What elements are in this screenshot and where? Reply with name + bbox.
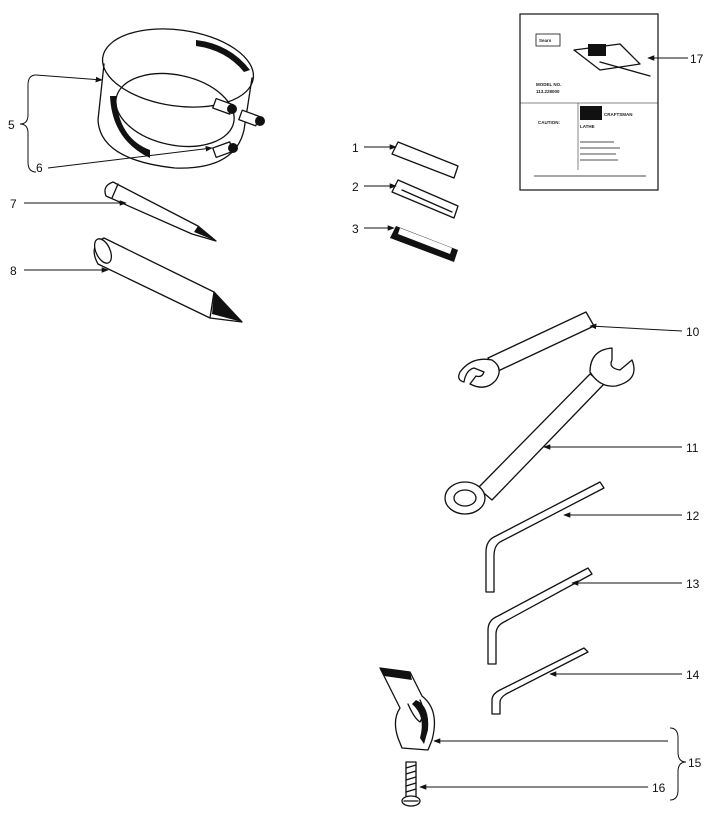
part-10-open-end-wrench	[458, 311, 595, 388]
callout-12: 12	[686, 509, 700, 523]
callout-17: 17	[690, 52, 704, 66]
part-11-combination-wrench	[444, 347, 635, 515]
callout-5: 5	[8, 118, 15, 132]
part-12-hex-key	[485, 481, 605, 593]
part-17-owners-manual: Sears MODEL NO. 113.228000 CAUTION: CRAF…	[519, 13, 659, 191]
part-5-sleeve	[97, 28, 255, 169]
callout-15: 15	[688, 756, 702, 770]
callout-14: 14	[686, 668, 700, 682]
manual-model-label: MODEL NO.	[536, 82, 561, 87]
manual-model-number: 113.228000	[536, 89, 560, 94]
manual-caution: CAUTION:	[538, 120, 560, 125]
manual-product: LATHE	[580, 124, 595, 129]
callout-2: 2	[352, 180, 359, 194]
callout-10: 10	[686, 325, 700, 339]
callout-13: 13	[686, 577, 700, 591]
callout-6: 6	[36, 161, 43, 175]
part-8-live-center-large	[93, 237, 243, 323]
part-1-shim	[391, 141, 459, 179]
callout-1: 1	[352, 141, 359, 155]
part-6-screws	[212, 97, 265, 159]
callout-3: 3	[352, 222, 359, 236]
callout-8: 8	[10, 264, 17, 278]
manual-craftsman: CRAFTSMAN	[604, 112, 633, 117]
callout-16: 16	[652, 781, 666, 795]
manual-brand: Sears	[539, 38, 552, 43]
part-15-lock-handle	[379, 667, 436, 751]
callout-7: 7	[10, 197, 17, 211]
part-3-shim	[390, 226, 458, 262]
part-14-hex-key	[491, 647, 589, 715]
callout-11: 11	[686, 441, 699, 455]
part-16-screw	[401, 761, 421, 807]
part-13-hex-key	[487, 567, 593, 665]
part-2-shim	[391, 179, 459, 219]
part-7-dead-center-small	[104, 181, 217, 242]
